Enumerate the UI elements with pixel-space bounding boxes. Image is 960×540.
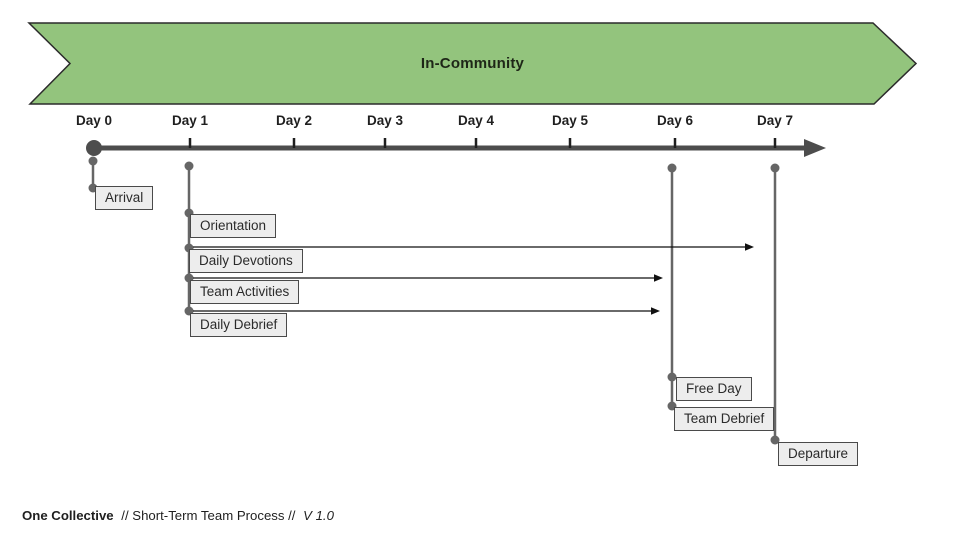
daily-debrief-arrow <box>193 307 660 315</box>
day0-start-dot <box>86 140 102 156</box>
banner-title: In-Community <box>420 55 525 72</box>
day-label-1: Day 1 <box>171 113 209 128</box>
day-label-0: Day 0 <box>75 113 113 128</box>
event-box-departure: Departure <box>778 442 859 466</box>
footer-brand: One Collective <box>22 508 114 523</box>
footer-version: V 1.0 <box>303 508 334 523</box>
daily-debrief-arrowhead <box>651 307 660 315</box>
day7-connector <box>770 163 780 445</box>
event-box-daily-devotions: Daily Devotions <box>189 249 303 273</box>
day-label-2: Day 2 <box>275 113 313 128</box>
event-box-daily-debrief: Daily Debrief <box>190 313 288 337</box>
event-box-team-debrief: Team Debrief <box>674 407 775 431</box>
event-box-free-day: Free Day <box>676 377 752 401</box>
team-activities-arrowhead <box>654 274 663 282</box>
day-label-6: Day 6 <box>656 113 694 128</box>
event-box-team-activities: Team Activities <box>190 280 300 304</box>
daily-devotions-arrowhead <box>745 243 754 251</box>
day-label-4: Day 4 <box>457 113 495 128</box>
daily-devotions-arrow <box>193 243 754 251</box>
timeline-axis <box>86 138 826 157</box>
event-box-orientation: Orientation <box>190 214 277 238</box>
footer-process: // Short-Term Team Process // <box>121 508 296 523</box>
banner-shape <box>27 22 918 105</box>
event-box-arrival: Arrival <box>95 186 154 210</box>
team-activities-arrow <box>193 274 663 282</box>
day-label-7: Day 7 <box>756 113 794 128</box>
axis-arrowhead <box>804 139 826 157</box>
day-label-3: Day 3 <box>366 113 404 128</box>
footer-caption: One Collective // Short-Term Team Proces… <box>22 508 334 523</box>
day-label-5: Day 5 <box>551 113 589 128</box>
day6-connector <box>667 163 677 411</box>
